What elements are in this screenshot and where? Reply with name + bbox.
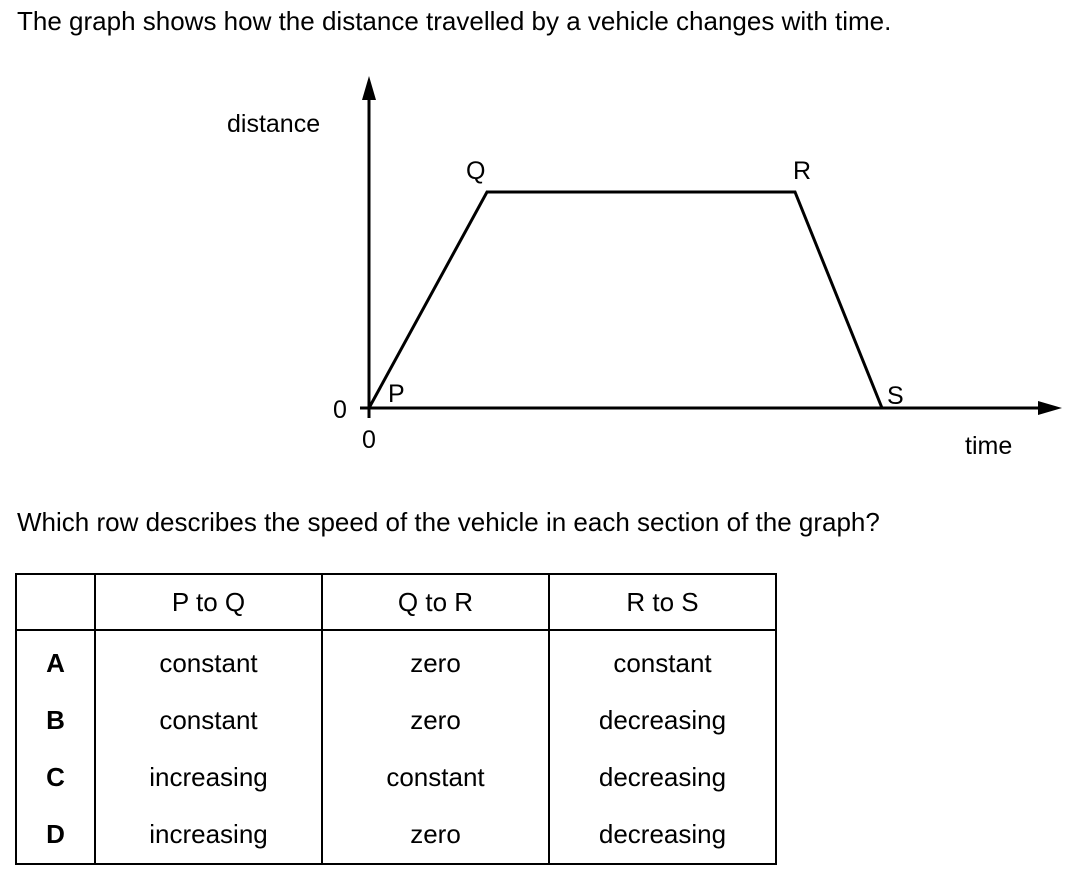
cell: decreasing [548, 749, 777, 806]
table-row-b: B constant zero decreasing [15, 692, 777, 749]
table-row-a: A constant zero constant [15, 629, 777, 692]
y-axis-arrow-icon [362, 76, 376, 100]
intro-text: The graph shows how the distance travell… [17, 6, 892, 36]
header-q-to-r: Q to R [321, 573, 550, 631]
cell: zero [321, 629, 550, 692]
cell: zero [321, 806, 550, 865]
answer-table: P to Q Q to R R to S A constant zero con… [15, 573, 777, 865]
cell: increasing [94, 749, 323, 806]
graph-line [367, 190, 884, 409]
question-text: Which row describes the speed of the veh… [17, 507, 880, 537]
header-blank [15, 573, 96, 631]
point-r-label: R [793, 157, 812, 185]
point-s-label: S [887, 382, 904, 410]
x-axis-arrow-icon [1038, 401, 1062, 415]
y-axis-label: distance [227, 110, 321, 138]
cell: zero [321, 692, 550, 749]
x-axis-label: time [965, 432, 1013, 460]
point-q-label: Q [466, 157, 486, 185]
row-key: C [15, 749, 96, 806]
y-origin-label: 0 [333, 396, 347, 424]
header-p-to-q: P to Q [94, 573, 323, 631]
row-key: D [15, 806, 96, 865]
cell: increasing [94, 806, 323, 865]
table-row-c: C increasing constant decreasing [15, 749, 777, 806]
cell: constant [548, 629, 777, 692]
x-origin-label: 0 [362, 426, 376, 454]
row-key: A [15, 629, 96, 692]
row-key: B [15, 692, 96, 749]
point-p-label: P [388, 380, 405, 408]
cell: constant [321, 749, 550, 806]
table-header-row: P to Q Q to R R to S [15, 573, 777, 631]
cell: constant [94, 692, 323, 749]
distance-time-graph [360, 76, 1062, 418]
table-row-d: D increasing zero decreasing [15, 806, 777, 865]
cell: decreasing [548, 692, 777, 749]
header-r-to-s: R to S [548, 573, 777, 631]
cell: constant [94, 629, 323, 692]
cell: decreasing [548, 806, 777, 865]
